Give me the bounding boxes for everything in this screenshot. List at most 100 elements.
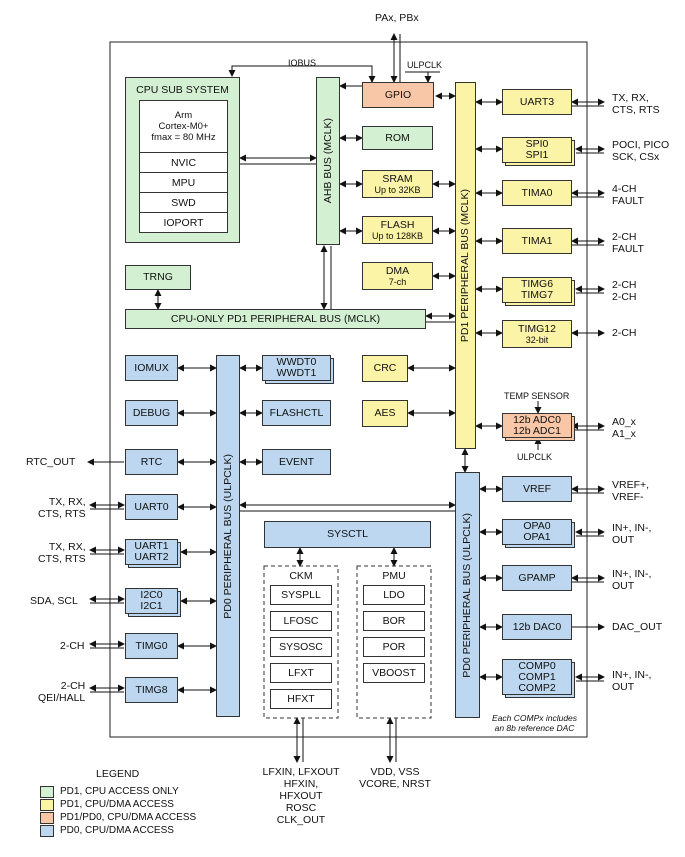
ldo-block: LDO <box>363 585 425 605</box>
sysosc-block: SYSOSC <box>270 637 332 657</box>
hfxt-block: HFXT <box>270 689 332 709</box>
legend-item: PD1/PD0, CPU/DMA ACCESS <box>40 811 196 824</box>
dma-channels: 7-ch <box>388 276 407 287</box>
tima0-pins-label: 4-CH FAULT <box>612 183 644 207</box>
tima1-block: TIMA1 <box>502 228 572 254</box>
legend-swatch <box>40 785 54 798</box>
sram-label: SRAM <box>382 172 413 185</box>
flash-block: FLASH Up to 128KB <box>362 216 433 244</box>
uart12-block: UART1 UART2 <box>125 539 178 565</box>
cpu-only-pd1-bus: CPU-ONLY PD1 PERIPHERAL BUS (MCLK) <box>125 309 426 329</box>
event-block: EVENT <box>262 449 331 475</box>
rtc-block: RTC <box>125 449 178 475</box>
bor-block: BOR <box>363 611 425 631</box>
pd0-left-bus-label: PD0 PERIPHERAL BUS (ULPCLK) <box>221 453 234 619</box>
legend-label: PD1, CPU/DMA ACCESS <box>60 799 174 810</box>
adc-block: 12b ADC0 12b ADC1 <box>502 413 572 438</box>
timg12-width: 32-bit <box>525 334 549 345</box>
comp-note: Each COMPx includes an 8b reference DAC <box>492 713 578 733</box>
legend-swatch <box>40 798 54 811</box>
timg12-pins-label: 2-CH <box>612 327 637 339</box>
lfosc-block: LFOSC <box>270 611 332 631</box>
uart0-block: UART0 <box>125 494 178 520</box>
flash-size: Up to 128KB <box>371 230 424 241</box>
timg0-pins-label: 2-CH <box>60 640 85 652</box>
uart3-pins-label: TX, RX, CTS, RTS <box>612 92 660 116</box>
sram-block: SRAM Up to 32KB <box>362 170 433 198</box>
syspll-block: SYSPLL <box>270 585 332 605</box>
aes-block: AES <box>362 400 408 427</box>
legend-label: PD1, CPU ACCESS ONLY <box>60 786 179 797</box>
dma-label: DMA <box>385 264 410 277</box>
iobus-label: IOBUS <box>288 58 317 68</box>
legend-label: PD1/PD0, CPU/DMA ACCESS <box>60 812 197 823</box>
timg67-pins-label: 2-CH 2-CH <box>612 279 637 303</box>
flashctl-block: FLASHCTL <box>262 400 331 426</box>
trng-block: TRNG <box>125 265 191 290</box>
timg12-label: TIMG12 <box>518 322 556 335</box>
cpu-core: Arm Cortex-M0+ fmax = 80 MHz <box>151 110 216 143</box>
gpamp-pins-label: IN+, IN-, OUT <box>612 568 652 592</box>
vref-block: VREF <box>502 476 572 502</box>
pd0-right-bus: PD0 PERIPHERAL BUS (ULPCLK) <box>455 472 480 718</box>
pd0-right-bus-label: PD0 PERIPHERAL BUS (ULPCLK) <box>461 512 473 678</box>
comp-block: COMP0 COMP1 COMP2 <box>502 659 572 695</box>
ulpclk-top-label: ULPCLK <box>407 60 443 70</box>
tima1-pins-label: 2-CH FAULT <box>612 231 644 255</box>
i2c-pins-label: SDA, SCL <box>30 595 78 607</box>
swd-block: SWD <box>140 192 227 212</box>
timg12-block: TIMG12 32-bit <box>502 320 572 348</box>
wwdt-block: WWDT0 WWDT1 <box>262 355 331 381</box>
ulpclk-adc-label: ULPCLK <box>517 452 553 462</box>
debug-block: DEBUG <box>125 400 178 426</box>
sram-size: Up to 32KB <box>374 184 421 195</box>
legend-swatch <box>40 811 54 824</box>
cpu-subsystem: CPU SUB SYSTEM Arm Cortex-M0+ fmax = 80 … <box>125 77 240 243</box>
pd1-bus-label: PD1 PERIPHERAL BUS (MCLK) <box>459 188 471 343</box>
legend-label: PD0, CPU/DMA ACCESS <box>60 825 174 836</box>
pd0-left-bus: PD0 PERIPHERAL BUS (ULPCLK) <box>216 355 240 717</box>
dac-block: 12b DAC0 <box>502 614 572 640</box>
dma-block: DMA 7-ch <box>362 262 433 290</box>
pd1-peripheral-bus: PD1 PERIPHERAL BUS (MCLK) <box>455 82 476 449</box>
legend-item: PD1, CPU/DMA ACCESS <box>40 798 196 811</box>
por-block: POR <box>363 637 425 657</box>
sysctl-block: SYSCTL <box>264 521 431 548</box>
spi-block: SPI0 SPI1 <box>502 137 572 163</box>
tima0-block: TIMA0 <box>502 180 572 206</box>
legend-item: PD0, CPU/DMA ACCESS <box>40 824 196 837</box>
temp-sensor-label: TEMP SENSOR <box>504 391 570 401</box>
vref-pins-label: VREF+, VREF- <box>612 479 650 503</box>
legend-item: PD1, CPU ACCESS ONLY <box>40 785 196 798</box>
ahb-bus-label: AHB BUS (MCLK) <box>321 118 334 204</box>
adc-pins-label: A0_x A1_x <box>612 416 636 440</box>
timg67-block: TIMG6 TIMG7 <box>502 277 572 303</box>
pmu-pins-label: VDD, VSS VCORE, NRST <box>359 766 431 790</box>
iomux-block: IOMUX <box>125 355 178 381</box>
timg8-block: TIMG8 <box>125 677 178 703</box>
opa-block: OPA0 OPA1 <box>502 519 572 545</box>
rtc-pins-label: RTC_OUT <box>26 456 76 468</box>
mpu-block: MPU <box>140 172 227 192</box>
ckm-title: CKM <box>289 570 313 582</box>
cpu-core-stack: Arm Cortex-M0+ fmax = 80 MHz NVIC MPU SW… <box>139 100 228 233</box>
uart3-block: UART3 <box>502 89 572 115</box>
opa-pins-label: IN+, IN-, OUT <box>612 522 652 546</box>
timg8-pins-label: 2-CH QEI/HALL <box>38 680 86 704</box>
ckm-pins-label: LFXIN, LFXOUT HFXIN, HFXOUT ROSC CLK_OUT <box>262 766 340 826</box>
rom-block: ROM <box>362 126 433 150</box>
vboost-block: VBOOST <box>363 663 425 683</box>
ioport-block: IOPORT <box>140 212 227 232</box>
pmu-title: PMU <box>382 570 406 582</box>
comp-pins-label: IN+, IN-, OUT <box>612 669 652 693</box>
cpu-subsystem-title: CPU SUB SYSTEM <box>136 84 229 96</box>
legend-swatch <box>40 824 54 837</box>
crc-block: CRC <box>362 355 408 382</box>
uart0-pins-label: TX, RX, CTS, RTS <box>38 496 86 520</box>
gpamp-block: GPAMP <box>502 565 572 591</box>
i2c-block: I2C0 I2C1 <box>125 588 178 614</box>
gpio-block: GPIO <box>362 82 434 108</box>
uart12-pins-label: TX, RX, CTS, RTS <box>38 541 86 565</box>
spi-pins-label: POCI, PICO SCK, CSx <box>612 139 670 163</box>
